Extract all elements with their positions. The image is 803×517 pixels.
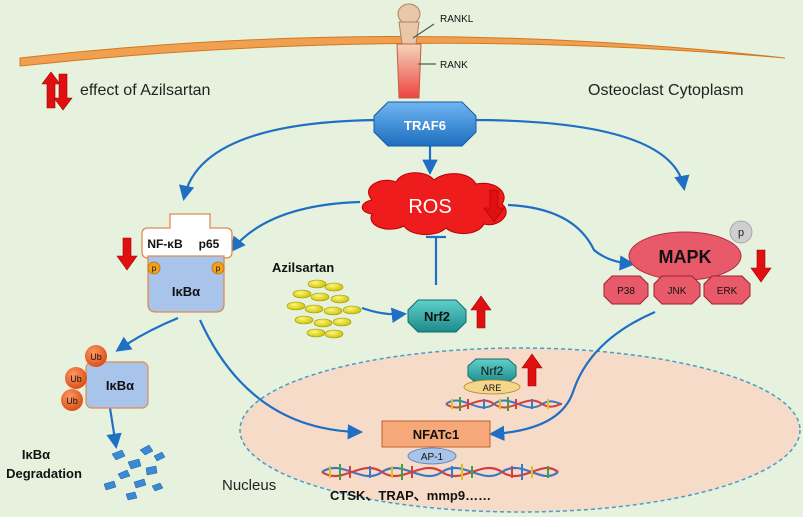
rankl-label: RANKL: [440, 14, 474, 25]
degradation-label-line1: IκBα: [22, 447, 50, 462]
traf6-label: TRAF6: [404, 118, 446, 133]
erk-node: [703, 275, 751, 305]
phospho-left: [147, 261, 161, 275]
target-dna-helix: [321, 466, 559, 478]
mapk-down-arrow: [750, 249, 772, 283]
arrow-ros-mapk: [507, 203, 636, 271]
ub-1: [85, 345, 107, 367]
nrf2-up-arrow: [470, 295, 492, 329]
are-dna-rungs: [451, 397, 549, 411]
jnk-label: JNK: [668, 286, 687, 297]
ub-ikba-label: IκBα: [106, 378, 134, 393]
phospho-right-label: p: [216, 264, 221, 273]
nucleus-label: Nucleus: [222, 477, 276, 494]
ros-cloud: [361, 172, 507, 235]
degradation-label-line2: Degradation: [6, 466, 82, 481]
ubiquitinated-ikba: [61, 345, 149, 411]
nfkb-down-arrow: [116, 237, 138, 271]
azilsartan-label: Azilsartan: [272, 260, 334, 275]
are-label: ARE: [483, 383, 502, 393]
nfkb-complex: [141, 213, 233, 313]
arrow-mapk-nfatc1: [488, 310, 656, 441]
phospho-left-label: p: [152, 264, 157, 273]
mapk-phospho-label: p: [738, 227, 744, 239]
effect-legend-icon: [41, 71, 73, 111]
ub-3-label: Ub: [66, 396, 78, 406]
ikba-label: IκBα: [172, 284, 200, 299]
cytoplasm-label: Osteoclast Cytoplasm: [588, 82, 744, 99]
arrow-ikba-degradation: [106, 407, 122, 450]
are-node: [463, 379, 521, 395]
p65-label: p65: [199, 237, 220, 251]
p38-node: [603, 275, 649, 305]
nrf2-label: Nrf2: [424, 309, 450, 324]
jnk-node: [653, 275, 701, 305]
mapk-complex: [603, 220, 753, 305]
arrow-azilsartan-nrf2: [361, 306, 408, 323]
arrow-ros-nfkb: [230, 200, 361, 253]
pathway-arrows: [106, 118, 690, 450]
rankl-rank-receptor: [396, 3, 436, 99]
ub-2: [65, 367, 87, 389]
arrow-traf6-mapk: [469, 118, 690, 192]
degradation-fragments: [103, 444, 166, 501]
azilsartan-pills: [286, 279, 362, 339]
nfatc1-node: [381, 420, 491, 448]
rank-label: RANK: [440, 60, 468, 71]
nuclear-nrf2-up-arrow: [521, 353, 543, 387]
target-genes-label: CTSK、TRAP、mmp9……: [330, 488, 491, 503]
nfkb-label: NF-κB: [147, 237, 183, 251]
mapk-phospho: [729, 220, 753, 244]
erk-label: ERK: [717, 286, 738, 297]
mapk-label: MAPK: [659, 247, 712, 267]
p38-label: P38: [617, 286, 635, 297]
arrow-ikba-ub: [115, 316, 179, 352]
ub-2-label: Ub: [70, 374, 82, 384]
ap1-node: [407, 447, 457, 465]
cell-membrane: [19, 36, 786, 67]
ap1-label: AP-1: [421, 452, 444, 463]
arrow-nfkb-nfatc1: [198, 319, 364, 440]
nfatc1-label: NFATc1: [413, 427, 459, 442]
ros-down-arrow: [483, 189, 505, 223]
target-dna-rungs: [329, 464, 549, 480]
traf6-node: [373, 101, 477, 147]
ub-3: [61, 389, 83, 411]
nrf2-node: [407, 299, 467, 333]
ub-1-label: Ub: [90, 352, 102, 362]
phospho-right: [211, 261, 225, 275]
effect-legend-label: effect of Azilsartan: [80, 82, 210, 99]
arrow-traf6-nfkb: [179, 118, 379, 202]
ros-label: ROS: [408, 196, 451, 218]
nuclear-nrf2-label: Nrf2: [481, 364, 504, 378]
